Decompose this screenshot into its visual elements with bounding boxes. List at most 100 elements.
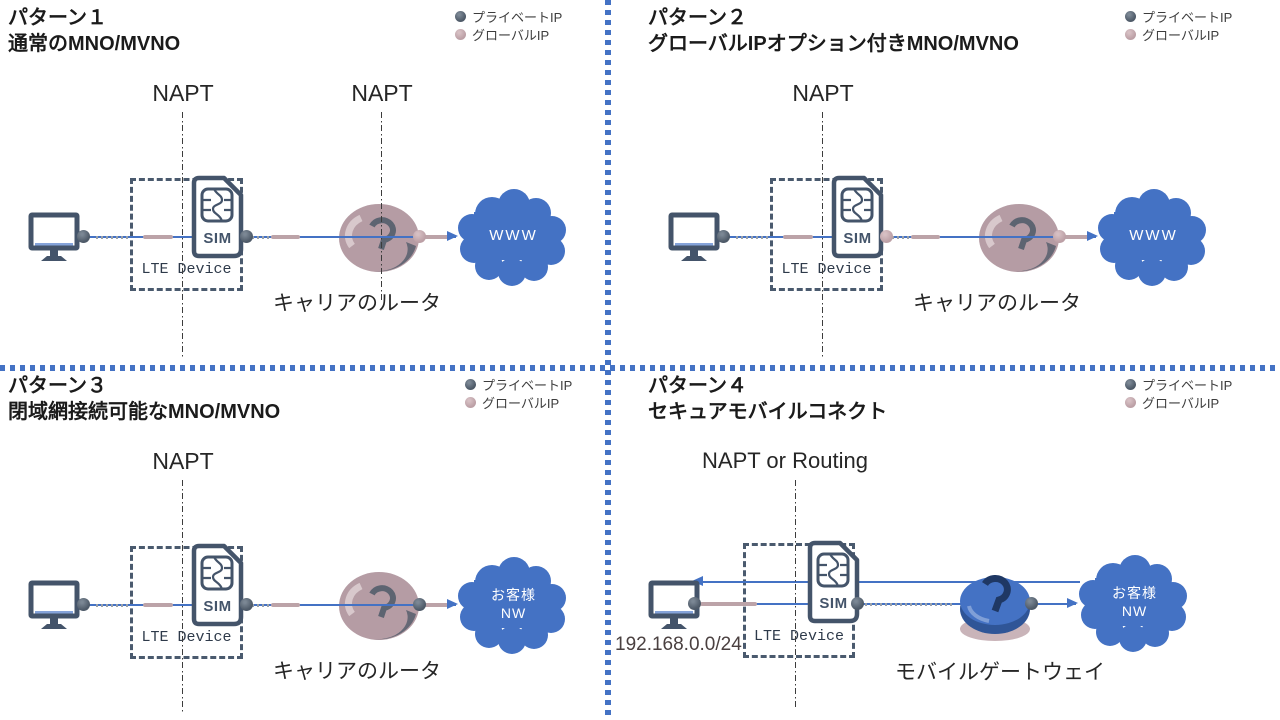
pattern-title: パターン３ 閉域網接続可能なMNO/MVNO [8,373,280,425]
arrow-right-icon [447,599,458,609]
global-ip-segment [783,235,813,239]
cloud-label: WWW [489,226,538,244]
private-ip-dot [688,597,701,610]
global-ip-dot [880,230,893,243]
legend-global-row: グローバルIP [1125,393,1232,411]
router-label: キャリアのルータ [273,660,441,683]
lte-device-label: LTE Device [141,261,232,278]
legend-global-label: グローバルIP [1142,395,1220,411]
legend-private-label: プライベートIP [472,9,563,25]
napt-line [381,112,382,302]
return-line [703,581,1080,583]
divider-vertical [605,0,611,720]
global-ip-legend-dot [465,396,476,408]
legend-private-row: プライベートIP [465,375,572,393]
pattern-3-panel: パターン３ 閉域網接続可能なMNO/MVNO プライベートIP グローバルIP … [0,368,640,720]
global-ip-legend-dot [1125,28,1136,40]
legend-private-label: プライベートIP [1142,377,1233,393]
cloud-label: お客様 [1112,584,1157,601]
connection-line [84,236,456,238]
private-ip-dot [413,598,426,611]
napt-line [822,112,823,358]
arrow-right-icon [1087,231,1098,241]
dotted-segment [736,236,770,239]
router-label: キャリアのルータ [913,292,1081,315]
private-ip-dot [240,598,253,611]
cloud-label: NW [500,604,527,621]
customer-nw-cloud-icon: お客様 NW [1078,550,1191,653]
sim-label: SIM [843,230,872,247]
dotted-segment [252,604,270,607]
monitor-icon [28,580,80,630]
legend: プライベートIP グローバルIP [455,7,562,43]
global-ip-dot [1053,230,1066,243]
dotted-segment [96,604,130,607]
monitor-icon [668,212,720,262]
napt-label: NAPT or Routing [702,448,868,473]
legend-global-row: グローバルIP [465,393,572,411]
carrier-router-icon [336,568,422,644]
legend-global-row: グローバルIP [455,25,562,43]
napt-label: NAPT [152,448,214,474]
global-ip-legend-dot [455,28,466,40]
private-ip-dot [240,230,253,243]
sim-label: SIM [203,598,232,615]
global-ip-segment [424,235,452,239]
global-ip-segment [911,235,940,239]
private-ip-legend-dot [455,10,466,22]
carrier-router-icon [976,200,1062,276]
lte-device-label: LTE Device [141,629,232,646]
dotted-segment [96,236,130,239]
private-ip-dot [851,597,864,610]
global-ip-segment [700,602,757,606]
sim-card-icon: SIM [191,543,244,627]
pattern-2-panel: パターン２ グローバルIPオプション付きMNO/MVNO プライベートIP グロ… [640,0,1280,358]
legend-private-label: プライベートIP [1142,9,1233,25]
legend-private-row: プライベートIP [455,7,562,25]
napt-label: NAPT [351,80,413,106]
private-ip-legend-dot [465,378,476,390]
dotted-segment [865,603,955,606]
private-ip-dot [77,230,90,243]
sim-label: SIM [819,595,848,612]
router-label: キャリアのルータ [273,292,441,315]
napt-line [795,480,796,708]
connection-line [724,236,1096,238]
napt-label: NAPT [152,80,214,106]
sim-card-icon: SIM [831,175,884,259]
legend: プライベートIP グローバルIP [465,375,572,411]
monitor-icon [28,212,80,262]
arrow-right-icon [447,231,458,241]
legend-private-row: プライベートIP [1125,7,1232,25]
private-ip-dot [77,598,90,611]
legend-global-label: グローバルIP [472,27,550,43]
cloud-label: WWW [1129,226,1178,244]
pattern-subtitle: 閉域網接続可能なMNO/MVNO [8,401,281,423]
private-ip-dot [717,230,730,243]
legend-global-label: グローバルIP [1142,27,1220,43]
customer-nw-cloud-icon: お客様 NW [457,552,570,655]
pattern-title: パターン２ グローバルIPオプション付きMNO/MVNO [648,5,1019,57]
legend-private-row: プライベートIP [1125,375,1232,393]
pattern-subtitle: グローバルIPオプション付きMNO/MVNO [648,33,1019,55]
pattern-subtitle: セキュアモバイルコネクト [648,401,888,423]
www-cloud-icon: WWW [1097,184,1210,287]
pattern-number: パターン２ [648,7,747,29]
cloud-label: お客様 [491,586,536,603]
sim-card-icon: SIM [191,175,244,259]
legend-private-label: プライベートIP [482,377,573,393]
divider-horizontal [0,365,1280,371]
pattern-title: パターン１ 通常のMNO/MVNO [8,5,180,57]
pattern-title: パターン４ セキュアモバイルコネクト [648,373,887,425]
www-cloud-icon: WWW [457,184,570,287]
lte-device-label: LTE Device [781,261,872,278]
global-ip-segment [271,235,300,239]
private-ip-dot [1025,597,1038,610]
pattern-4-panel: パターン４ セキュアモバイルコネクト プライベートIP グローバルIP NAPT… [615,368,1280,720]
global-ip-legend-dot [1125,396,1136,408]
pattern-number: パターン３ [8,375,107,397]
pattern-1-panel: パターン１ 通常のMNO/MVNO プライベートIP グローバルIP NAPT … [0,0,640,358]
global-ip-segment [1064,235,1092,239]
router-label: モバイルゲートウェイ [895,661,1105,684]
private-ip-legend-dot [1125,378,1136,390]
